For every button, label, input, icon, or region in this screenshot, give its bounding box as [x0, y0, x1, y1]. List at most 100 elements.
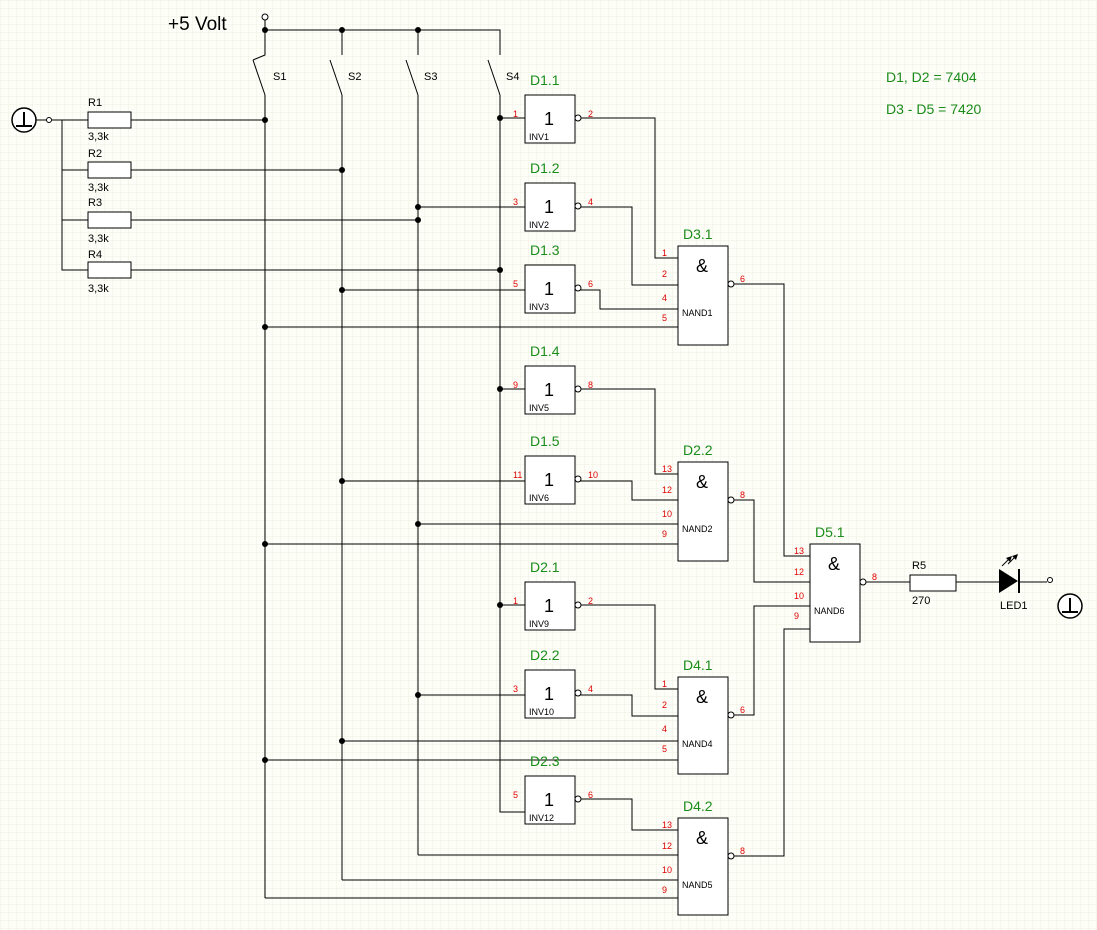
pin-number: 3 [513, 684, 518, 694]
pin-number: 10 [588, 470, 598, 480]
junction-dot [262, 27, 268, 33]
junction-dot [339, 478, 345, 484]
junction-dot [262, 117, 268, 123]
switch-label-s2: S2 [348, 71, 361, 83]
pin-number: 2 [588, 109, 593, 119]
wire [499, 95, 525, 813]
inverter-name: INV1 [529, 132, 549, 142]
inverter-symbol: 1 [544, 197, 554, 217]
junction-dot [415, 521, 421, 527]
resistor-r3 [87, 211, 132, 229]
pin-number: 6 [740, 705, 745, 715]
resistor-r2-value: 3,3k [88, 182, 109, 194]
resistor-r5-value: 270 [912, 595, 930, 607]
nand-symbol: & [696, 472, 708, 492]
inverter-ref: D2.1 [530, 559, 560, 575]
wire [578, 480, 678, 501]
resistor-r1 [87, 111, 132, 129]
junction-dot [497, 115, 503, 121]
pin-number: 12 [662, 841, 672, 851]
switch-label-s4: S4 [506, 71, 519, 83]
led-icon [999, 554, 1020, 593]
pin-number: 2 [662, 700, 667, 710]
note-inverter-ic: D1, D2 = 7404 [886, 69, 977, 85]
nand-bubble [727, 852, 735, 860]
resistor-r3-name: R3 [88, 197, 102, 209]
pin-number: 12 [794, 567, 804, 577]
resistor-r1-value: 3,3k [88, 131, 109, 143]
junction-dot [415, 27, 421, 33]
note-nand-ic: D3 - D5 = 7420 [886, 101, 982, 117]
nand-symbol: & [696, 687, 708, 707]
junction-dot [339, 27, 345, 33]
resistor-r3-value: 3,3k [88, 233, 109, 245]
pin-number: 6 [588, 790, 593, 800]
junction-dot [415, 692, 421, 698]
nand-body [809, 543, 861, 643]
inverter-bubble [574, 795, 582, 803]
junction-dots [262, 27, 503, 763]
inverter-bubble [574, 284, 582, 292]
nand-body [677, 245, 729, 346]
switch-label-s3: S3 [424, 71, 437, 83]
nand-body [677, 461, 729, 562]
ground-right-icon [1047, 577, 1083, 619]
pin-number: 12 [662, 485, 672, 495]
junction-dot [497, 267, 503, 273]
wire [405, 59, 419, 96]
pin-number: 4 [588, 197, 593, 207]
pin-number: 9 [513, 380, 518, 390]
junction-dot [339, 738, 345, 744]
junction-dot [262, 324, 268, 330]
pin-number: 4 [588, 684, 593, 694]
pin-number: 1 [662, 679, 667, 689]
wire [252, 59, 266, 96]
nand-name: NAND5 [682, 880, 713, 890]
pin-number: 5 [513, 790, 518, 800]
wire [731, 499, 810, 583]
pin-number: 1 [513, 109, 518, 119]
pin-number: 10 [662, 865, 672, 875]
pin-number: 11 [513, 470, 522, 480]
pin-number: 1 [662, 248, 667, 258]
wire [731, 283, 810, 557]
pin-number: 1 [513, 596, 518, 606]
inverter-ref: D2.3 [530, 753, 560, 769]
junction-dot [415, 217, 421, 223]
pin-number: 2 [588, 596, 593, 606]
inverter-bubble [574, 114, 582, 122]
nand-body [677, 817, 729, 916]
inverter-ref: D2.2 [530, 647, 560, 663]
resistor-r5 [909, 574, 957, 592]
inverter-name: INV10 [529, 707, 554, 717]
wire [731, 605, 810, 716]
wire [487, 59, 501, 96]
nand-bubble [859, 578, 867, 586]
nand-bubble [727, 496, 735, 504]
pin-number: 8 [740, 846, 745, 856]
inverter-body [524, 264, 576, 314]
inverter-name: INV6 [529, 493, 549, 503]
ground-left-icon [11, 107, 52, 133]
led-label: LED1 [1000, 600, 1028, 612]
inverter-symbol: 1 [544, 470, 554, 490]
pin-number: 13 [662, 820, 672, 830]
pin-number: 6 [740, 274, 745, 284]
nand-body [677, 676, 729, 775]
nand-symbol: & [828, 554, 840, 574]
resistor-r5-name: R5 [912, 560, 926, 572]
nand-ref: D4.2 [683, 798, 713, 814]
inverter-body [524, 669, 576, 719]
pin-number: 5 [662, 744, 667, 754]
junction-dot [339, 287, 345, 293]
inverter-bubble [574, 475, 582, 483]
supply-terminal [261, 13, 269, 21]
inverter-body [524, 365, 576, 415]
pin-number: 5 [662, 313, 667, 323]
